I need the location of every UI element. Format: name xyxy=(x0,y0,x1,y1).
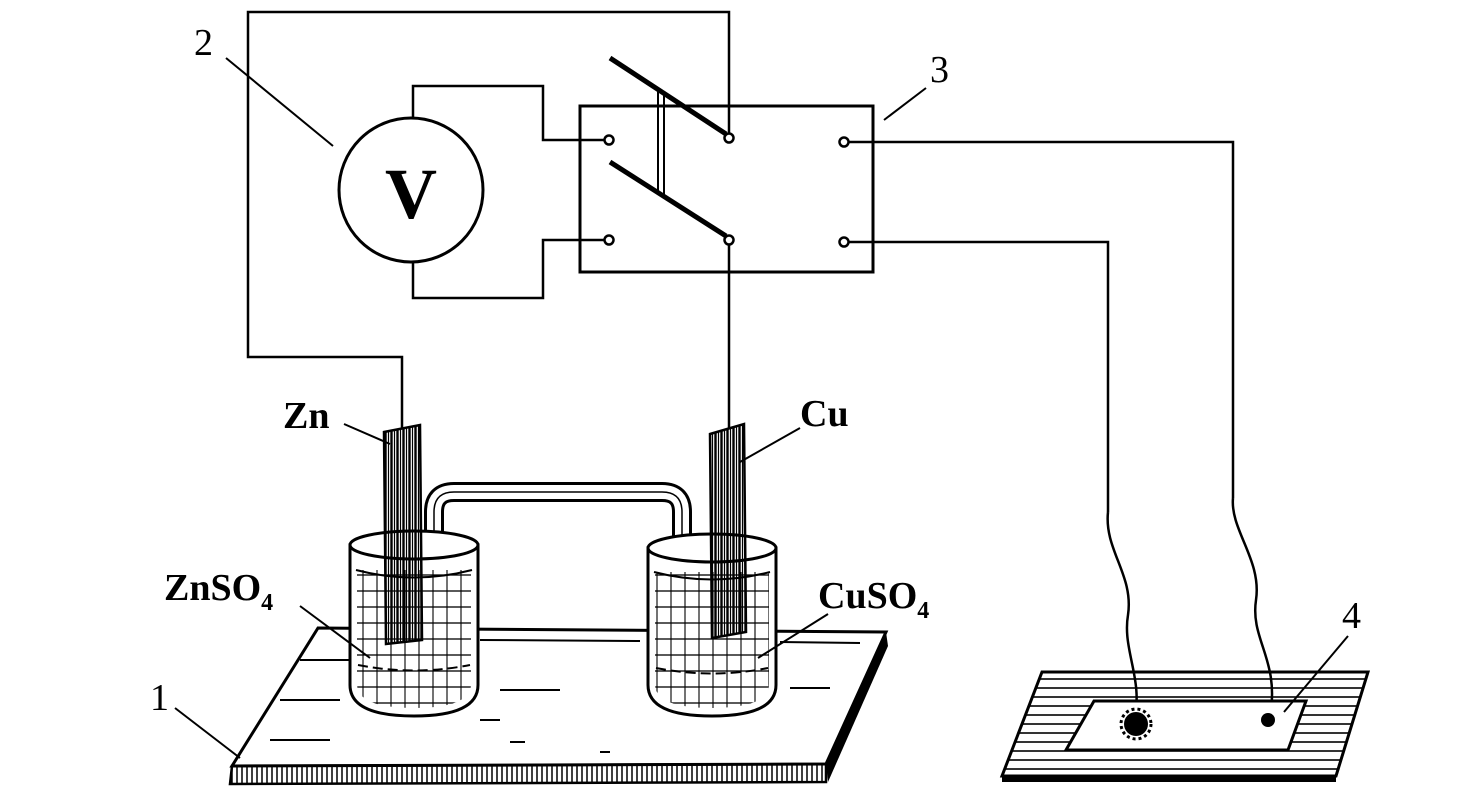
label-zinc-sulfate: ZnSO4 xyxy=(164,567,273,616)
label-copper: Cu xyxy=(800,393,849,435)
double-pole-switch xyxy=(578,55,875,274)
test-paper-plate xyxy=(999,670,1371,782)
label-item-4: 4 xyxy=(1342,595,1361,637)
label-item-1: 1 xyxy=(150,677,169,719)
label-copper-sulfate: CuSO4 xyxy=(818,575,929,624)
leader-lines xyxy=(174,57,1349,759)
salt-bridge xyxy=(424,482,692,558)
voltmeter: V xyxy=(337,116,485,264)
base-plate xyxy=(228,626,889,786)
label-item-2: 2 xyxy=(194,22,213,64)
label-item-3: 3 xyxy=(930,49,949,91)
copper-electrode xyxy=(708,422,748,640)
electrode-spot-left xyxy=(1124,712,1148,736)
electrode-spot-right xyxy=(1261,713,1275,727)
label-zinc: Zn xyxy=(283,395,329,437)
voltmeter-symbol: V xyxy=(385,154,437,234)
zinc-electrode xyxy=(382,423,424,646)
